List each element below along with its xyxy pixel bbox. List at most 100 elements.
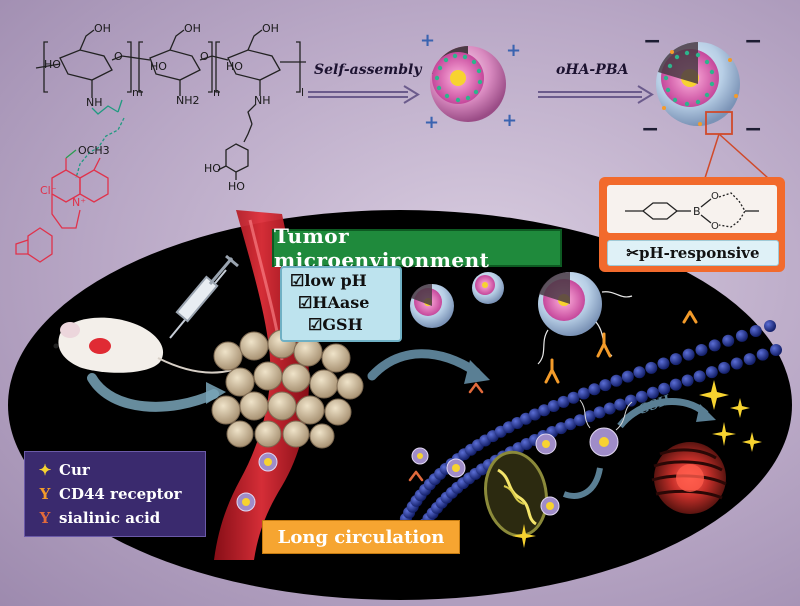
n-plus-label: N⁺ [72,196,87,209]
repeat-m: m [132,86,143,99]
oxygen-atom: O [711,221,719,232]
membrane-bead [547,400,560,412]
membrane-bead [635,390,648,403]
nanoparticle-coated [656,42,769,179]
cur-star-icon: ✦ [38,461,52,479]
membrane-bead [669,353,682,366]
cd44-receptors [544,310,698,384]
ho-label: HO [226,60,243,73]
membrane-bead [614,398,627,411]
charge-minus: − [643,29,661,54]
self-assembly-label: Self-assembly [314,62,422,78]
boron-atom: B [693,205,701,218]
arrow-head [206,382,226,404]
mouse [53,317,233,374]
ph-responsive-label: ✂pH-responsive [607,240,779,266]
legend: ✦ Cur Y CD44 receptor Y sialinic acid [24,451,206,537]
membrane-bead [577,387,590,400]
legend-label: Cur [59,461,90,479]
polymer-threads [579,399,633,431]
oh-label: OH [262,22,279,35]
uptake-arrow [562,467,603,499]
legend-item-cd44: Y CD44 receptor [35,484,182,504]
membrane-bead [593,406,606,419]
oha-pba-arrow [538,85,654,104]
membrane-bead [645,361,658,374]
oha-pba-label: oHA-PBA [556,62,629,78]
mid-nanoparticles [410,271,633,365]
membrane-bead [624,394,637,407]
boronate-svg: B O O [625,191,759,232]
tumor-microenvironment-title: Tumor microenvironment [272,224,562,272]
ho-label: HO [228,180,245,193]
ho-label: HO [150,60,167,73]
ho-label: HO [44,58,61,71]
sialic-acids [408,382,484,482]
repeat-n: n [213,86,220,99]
inner-nanoparticles [411,427,619,516]
membrane-bead [633,366,646,379]
membrane-bead [743,353,756,366]
boronate-panel: B O O ✂pH-responsive [599,177,785,272]
membrane-bead [646,386,659,399]
membrane-bead [681,374,694,387]
arrow-head [464,360,490,384]
legend-item-cur: ✦ Cur [35,460,90,480]
syringe [169,254,239,339]
legend-label: CD44 receptor [59,485,182,503]
condition-haase: ☑HAase [298,293,370,312]
charge-plus: + [502,110,517,131]
lysosome [651,442,727,514]
membrane-bead [770,344,782,356]
membrane-bead [693,370,706,383]
o-label: O [114,50,123,63]
membrane-bead [682,348,695,361]
self-assembly-arrow [308,85,420,104]
membrane-bead [657,357,670,370]
membrane-bead [610,374,623,387]
membrane-bead [567,391,580,404]
condition-gsh: ☑GSH [308,315,363,334]
membrane-bead [573,414,586,427]
cur-stars [512,380,762,548]
ho-label: HO [204,162,221,175]
membrane-bead [718,361,731,374]
membrane-bead [722,334,735,347]
gsh-arrow [617,398,709,429]
conditions-box: ☑low pH ☑HAase ☑GSH [280,266,402,342]
repeat-l: l [301,86,305,99]
long-circulation-label: Long circulation [262,520,460,554]
nh-label: NH [254,94,271,107]
membrane-bead [621,370,634,383]
membrane-bead [555,422,568,435]
membrane-bead [708,339,721,352]
membrane-bead [695,344,708,356]
oh-label: OH [94,22,111,35]
membrane-bead [705,366,718,379]
cluster-to-cells-arrow [367,349,481,381]
cd44-receptor-icon: Y [39,485,51,503]
membrane-bead [658,382,671,395]
sialic-acid-icon: Y [39,509,51,527]
charge-plus: + [506,40,521,61]
membrane-bead [764,320,776,332]
membrane-bead [669,378,682,391]
nanoparticle-positive [430,46,506,122]
charge-minus: − [744,117,762,142]
membrane-bead [749,325,762,337]
membrane-bead [599,379,612,392]
legend-label: sialinic acid [59,509,161,527]
legend-item-sialic: Y sialinic acid [35,508,161,528]
charge-plus: + [420,30,435,51]
arrow-head [696,404,716,422]
membrane-bead [557,395,570,408]
charge-minus: − [641,117,659,142]
nh2-label: NH2 [176,94,200,107]
membrane-bead [528,408,541,421]
membrane-bead [564,418,577,431]
membrane-bead [519,412,532,425]
membrane-bead [756,348,769,361]
polymer-structure [15,29,306,263]
nh-label: NH [86,96,103,109]
